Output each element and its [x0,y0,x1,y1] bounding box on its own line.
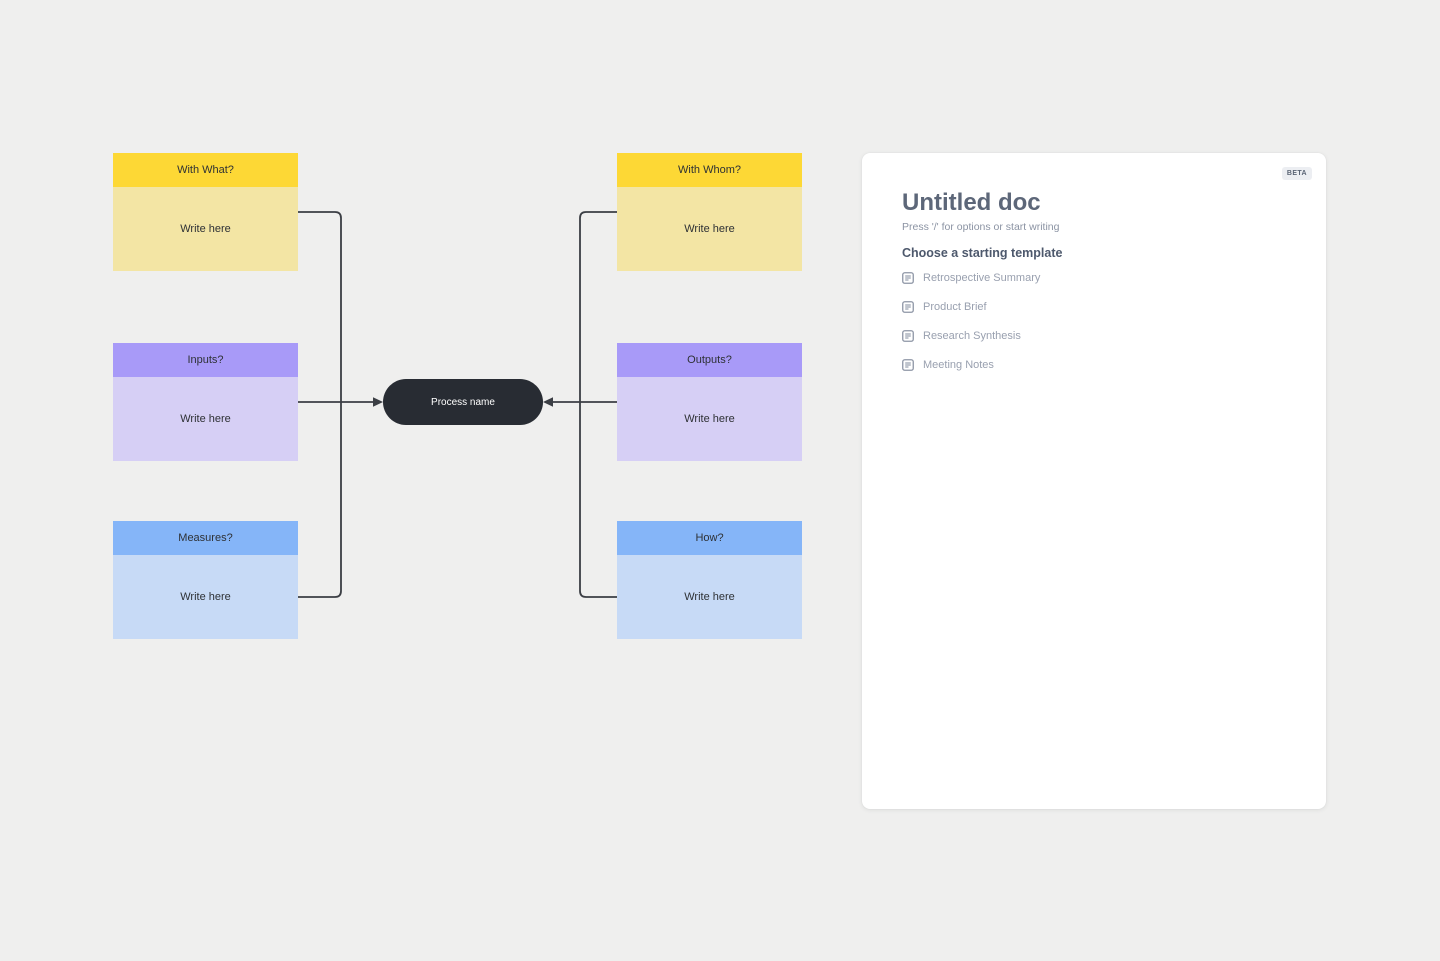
box-measures[interactable]: Measures? Write here [113,521,298,639]
box-inputs[interactable]: Inputs? Write here [113,343,298,461]
template-list: Retrospective Summary Product Brief [902,268,1040,375]
box-how-body[interactable]: Write here [617,555,802,639]
template-label: Retrospective Summary [923,272,1041,284]
box-how-title: How? [695,532,724,544]
template-label: Research Synthesis [923,330,1021,342]
arrowhead-right [543,397,553,407]
template-label: Meeting Notes [923,359,994,371]
box-outputs-header: Outputs? [617,343,802,377]
template-item-product-brief[interactable]: Product Brief [902,297,1040,317]
box-with-whom-body[interactable]: Write here [617,187,802,271]
document-icon [902,272,914,284]
arrowhead-left [373,397,383,407]
box-with-what[interactable]: With What? Write here [113,153,298,271]
process-name-pill[interactable]: Process name [383,379,543,425]
document-icon [902,359,914,371]
doc-title[interactable]: Untitled doc [902,189,1041,216]
box-with-whom[interactable]: With Whom? Write here [617,153,802,271]
box-inputs-title: Inputs? [187,354,224,366]
box-inputs-header: Inputs? [113,343,298,377]
template-item-retrospective-summary[interactable]: Retrospective Summary [902,268,1040,288]
doc-panel: BETA Untitled doc Press '/' for options … [862,153,1326,809]
box-with-what-title: With What? [177,164,234,176]
document-icon [902,330,914,342]
box-measures-body[interactable]: Write here [113,555,298,639]
templates-heading: Choose a starting template [902,246,1063,260]
connector-left-bracket [298,211,342,598]
box-with-what-body[interactable]: Write here [113,187,298,271]
box-outputs[interactable]: Outputs? Write here [617,343,802,461]
box-outputs-title: Outputs? [687,354,732,366]
beta-badge: BETA [1281,167,1312,180]
box-with-whom-header: With Whom? [617,153,802,187]
template-label: Product Brief [923,301,987,313]
document-icon [902,301,914,313]
template-item-research-synthesis[interactable]: Research Synthesis [902,326,1040,346]
box-outputs-body[interactable]: Write here [617,377,802,461]
box-with-what-header: With What? [113,153,298,187]
box-with-whom-title: With Whom? [678,164,741,176]
box-measures-title: Measures? [178,532,233,544]
box-how-header: How? [617,521,802,555]
box-inputs-body[interactable]: Write here [113,377,298,461]
connector-right-bracket [579,211,617,598]
doc-hint: Press '/' for options or start writing [902,221,1060,233]
template-item-meeting-notes[interactable]: Meeting Notes [902,355,1040,375]
box-how[interactable]: How? Write here [617,521,802,639]
box-measures-header: Measures? [113,521,298,555]
